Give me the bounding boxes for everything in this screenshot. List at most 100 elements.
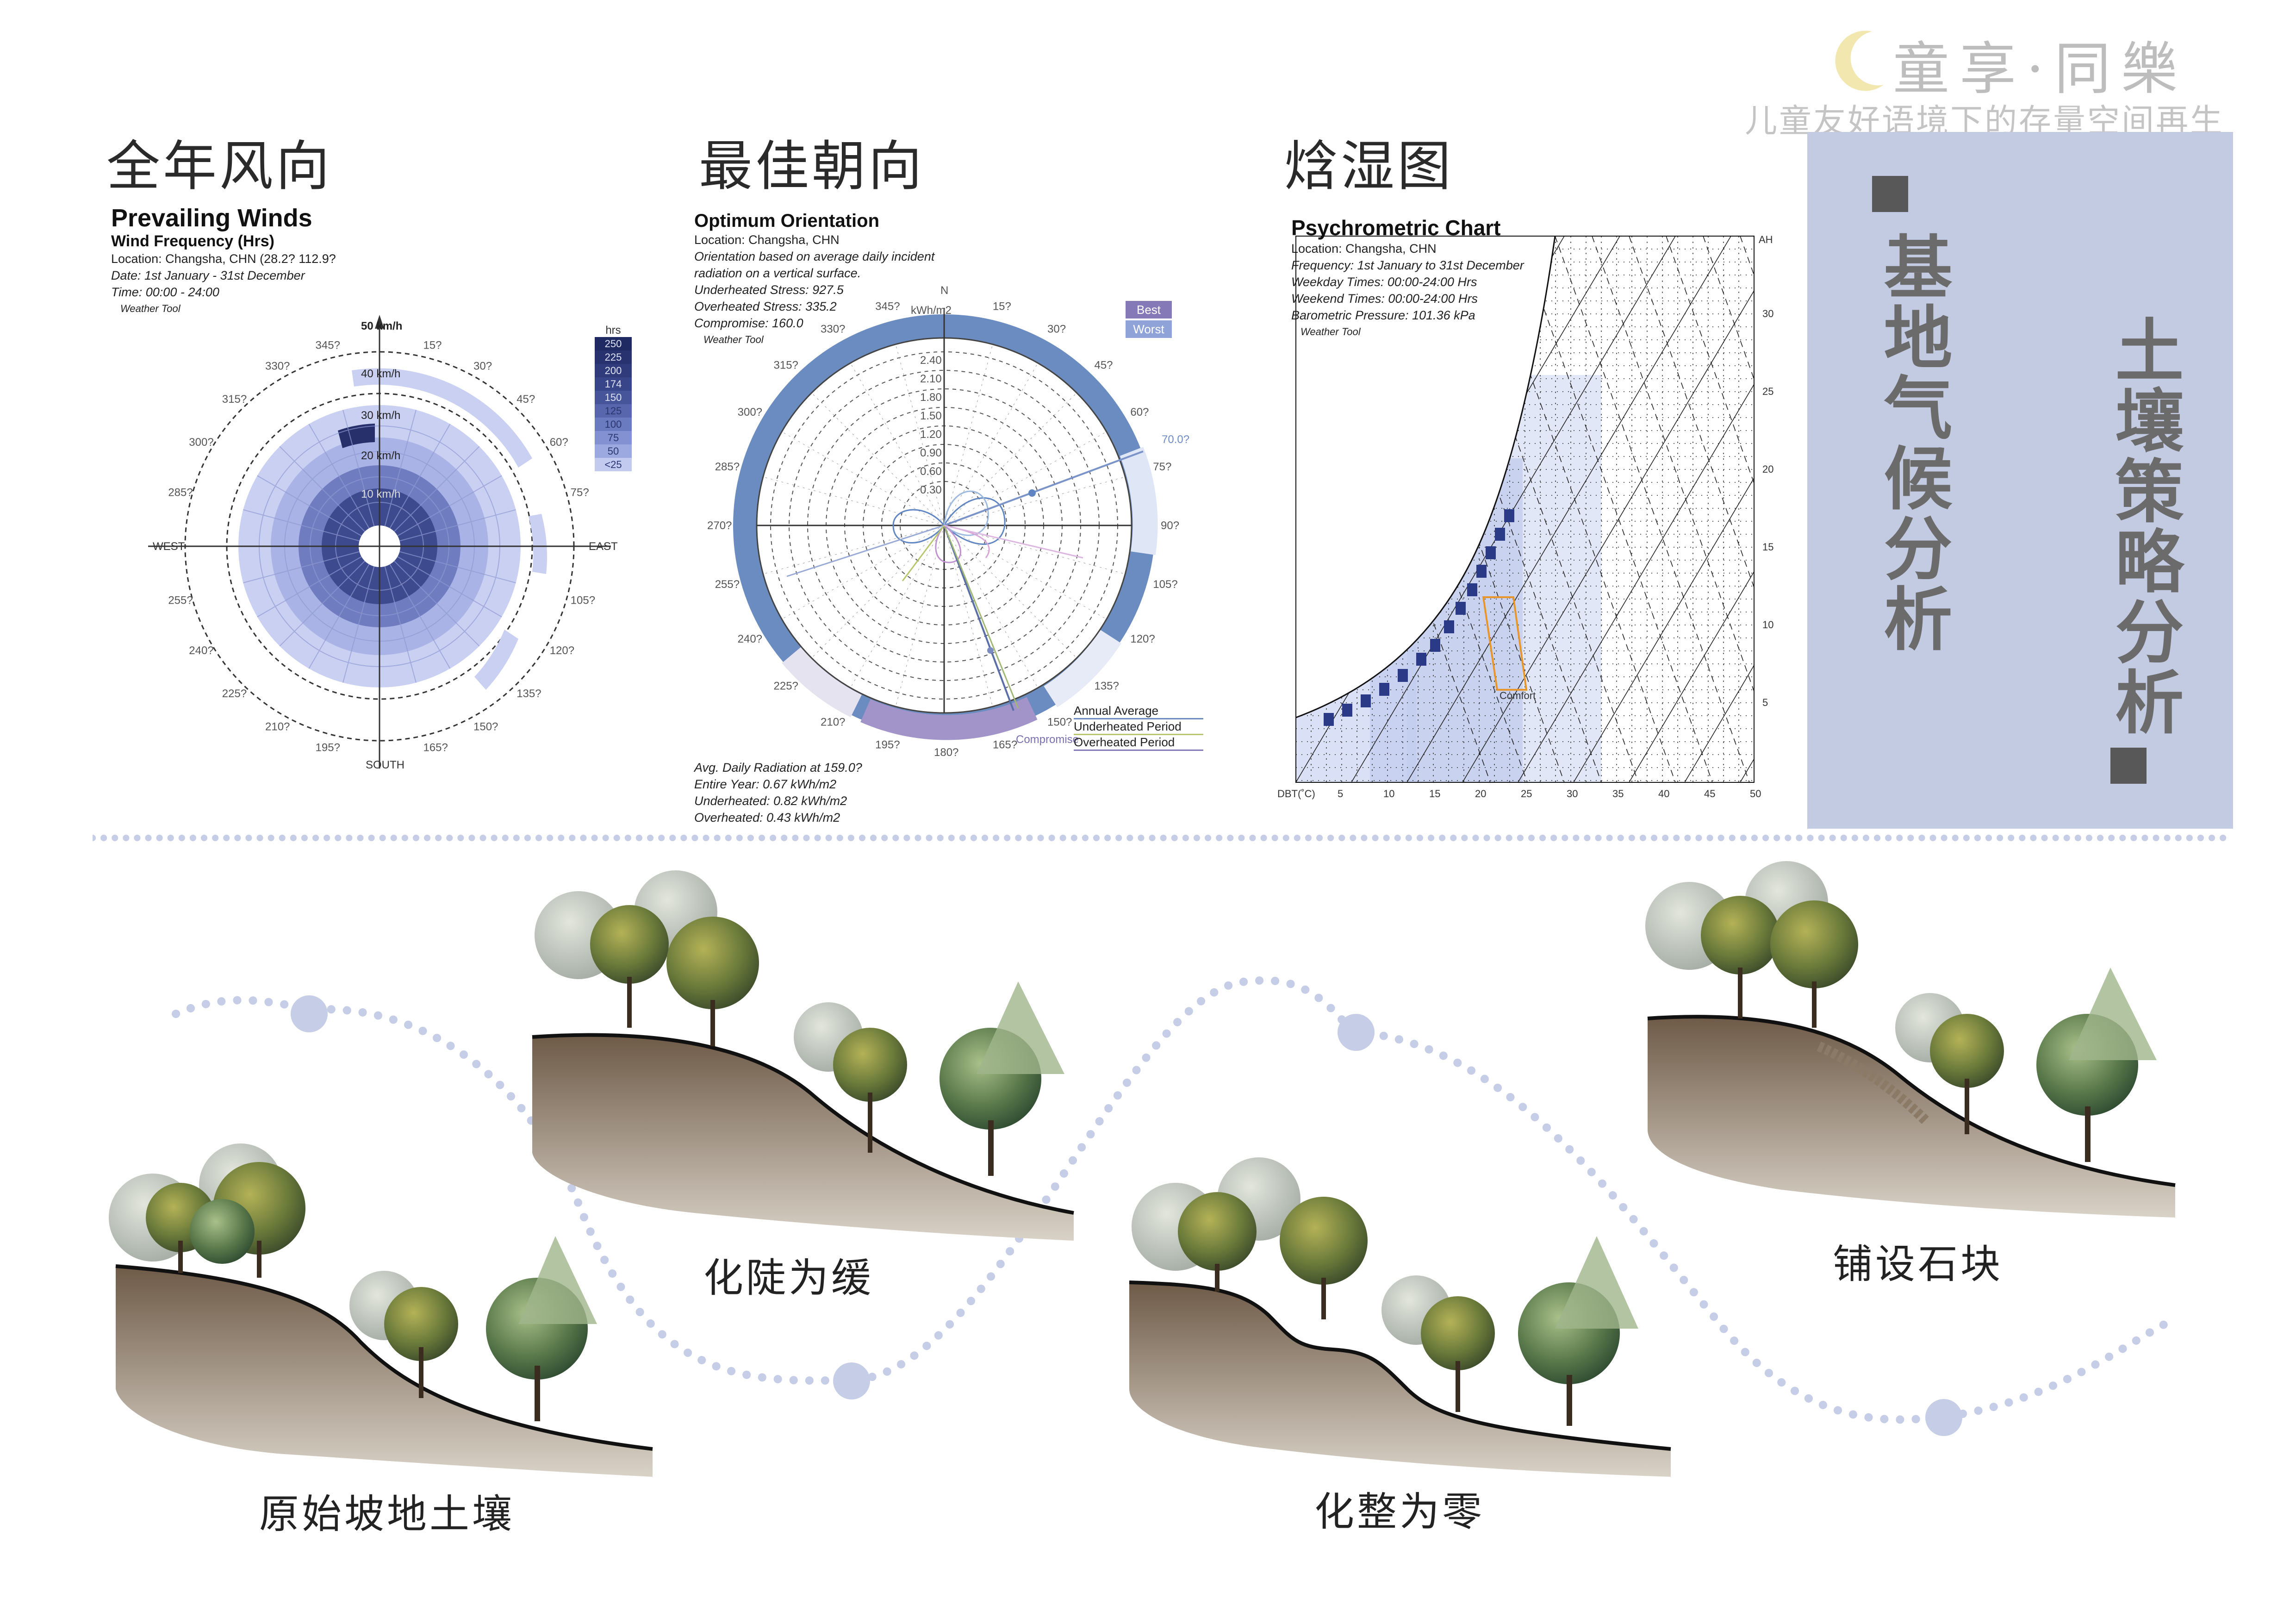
orientation-ring-label: 2.40 bbox=[920, 354, 942, 367]
orientation-angle-label: 195? bbox=[875, 738, 900, 751]
orientation-angle-label: 345? bbox=[875, 300, 900, 313]
orientation-angle-label: 165? bbox=[993, 738, 1017, 751]
orientation-footer: Avg. Daily Radiation at 159.0? Entire Ye… bbox=[694, 759, 1018, 826]
orientation-location: Location: Changsha, CHN bbox=[694, 233, 840, 247]
best-badge: Best bbox=[1126, 301, 1172, 319]
section-divider bbox=[93, 835, 2231, 841]
wind-angle-label: 135? bbox=[516, 687, 541, 700]
orientation-ring-label: 0.90 bbox=[920, 447, 942, 459]
brand-name: 童享·同樂 bbox=[1893, 36, 2188, 102]
wind-legend-item: 250 bbox=[595, 337, 632, 350]
wind-south-label: SOUTH bbox=[366, 759, 404, 771]
caption-stone-paving: 铺设石块 bbox=[1833, 1241, 2003, 1287]
orientation-angle-label: 315? bbox=[774, 359, 798, 372]
wind-speed-20: 20 km/h bbox=[361, 450, 400, 462]
wind-legend-item: 75 bbox=[595, 431, 632, 444]
slope-illustrations bbox=[109, 861, 2176, 1477]
wind-angle-label: 330? bbox=[265, 360, 290, 372]
wind-legend-item: 125 bbox=[595, 404, 632, 418]
psychro-x-tick: 20 bbox=[1475, 788, 1486, 800]
wind-west-label: WEST bbox=[153, 540, 185, 553]
side-panel: 基地气候分析 土壤策略分析 bbox=[1807, 132, 2233, 829]
wind-speed-50: 50 km/h bbox=[361, 320, 402, 332]
wind-angle-label: 45? bbox=[516, 393, 535, 406]
psychro-x-tick: 10 bbox=[1383, 788, 1394, 800]
wind-legend-item: 150 bbox=[595, 391, 632, 404]
psychro-x-tick: 30 bbox=[1567, 788, 1578, 800]
orientation-best-angle: 70.0? bbox=[1162, 433, 1189, 446]
orientation-angle-label: 225? bbox=[774, 680, 798, 692]
square-marker-bottom bbox=[2110, 748, 2147, 784]
caption-steep-to-gentle: 化陡为缓 bbox=[703, 1255, 874, 1301]
orientation-footer-3: Underheated: 0.82 kWh/m2 bbox=[694, 794, 847, 808]
brand-logo: 童享·同樂 儿童友好语境下的存量空间再生 bbox=[1745, 19, 2291, 140]
wind-angle-label: 210? bbox=[265, 721, 290, 733]
orientation-title: Optimum Orientation bbox=[694, 211, 879, 231]
psychro-comfort-label: Comfort bbox=[1500, 690, 1536, 701]
wind-east-label: EAST bbox=[589, 540, 618, 553]
orientation-angle-label: 90? bbox=[1161, 519, 1179, 532]
wind-angle-label: 165? bbox=[423, 742, 448, 754]
wind-legend-item: 174 bbox=[595, 377, 632, 391]
orientation-section-title: 最佳朝向 bbox=[699, 135, 925, 198]
orientation-angle-label: 75? bbox=[1153, 461, 1171, 473]
wind-angle-label: 315? bbox=[222, 393, 247, 406]
slope-gentle bbox=[532, 870, 1074, 1241]
psychro-x-tick: 40 bbox=[1658, 788, 1669, 800]
orientation-angle-label: 210? bbox=[821, 716, 845, 728]
wind-angle-labels: 345?15?330?30?315?45?300?60?285?75?255?1… bbox=[168, 339, 595, 754]
wind-legend-item: 50 bbox=[595, 444, 632, 458]
psychro-x-label: DBT(˚C) bbox=[1277, 788, 1315, 800]
orientation-ring-label: 1.80 bbox=[920, 391, 942, 404]
wind-speed-30: 30 km/h bbox=[361, 409, 400, 422]
wind-tool: Weather Tool bbox=[120, 303, 180, 314]
orientation-ring-label: 2.10 bbox=[920, 373, 942, 385]
psychro-y-tick: 25 bbox=[1762, 386, 1773, 397]
orientation-chart: N kWh/m2 2.402.101.801.501.200.900.600.3… bbox=[707, 284, 1189, 759]
orientation-angle-label: 270? bbox=[707, 519, 732, 532]
wind-time: Time: 00:00 - 24:00 bbox=[111, 285, 219, 299]
orientation-ring-label: 1.20 bbox=[920, 428, 942, 441]
orientation-unit: kWh/m2 bbox=[911, 304, 952, 317]
wind-angle-label: 105? bbox=[571, 594, 595, 606]
caption-break-up: 化整为零 bbox=[1314, 1489, 1485, 1535]
panel-title-climate: 基地气候分析 bbox=[1872, 231, 1953, 654]
psychro-frequency: Frequency: 1st January to 31st December bbox=[1291, 258, 1524, 272]
orientation-ring-label: 1.50 bbox=[920, 410, 942, 422]
wind-speed-10: 10 km/h bbox=[361, 488, 400, 500]
wind-legend-item: 225 bbox=[595, 350, 632, 364]
orientation-angle-label: 60? bbox=[1130, 406, 1149, 418]
wind-angle-label: 150? bbox=[473, 721, 498, 733]
wind-angle-label: 15? bbox=[423, 339, 442, 351]
orientation-ring-label: 0.30 bbox=[920, 484, 942, 496]
orientation-angle-label: 255? bbox=[715, 578, 740, 591]
orientation-legend: Annual Average Underheated Period Overhe… bbox=[1074, 704, 1203, 751]
wind-angle-label: 255? bbox=[168, 594, 193, 606]
orientation-compromise: Compromise: 160.0 bbox=[694, 316, 803, 330]
psychro-y-tick: 5 bbox=[1762, 697, 1768, 708]
orientation-compromise-label: Compromise bbox=[1016, 733, 1079, 746]
orientation-angle-label: 30? bbox=[1047, 323, 1066, 336]
slope-original bbox=[109, 1143, 653, 1477]
wind-legend-item: 200 bbox=[595, 364, 632, 377]
wind-angle-label: 285? bbox=[168, 487, 193, 499]
orientation-underheated: Underheated Stress: 927.5 bbox=[694, 283, 844, 297]
wind-angle-label: 300? bbox=[189, 436, 213, 449]
psychro-y-tick: 15 bbox=[1762, 541, 1773, 553]
wind-legend-item: <25 bbox=[595, 458, 632, 471]
psychro-x-tick: 25 bbox=[1521, 788, 1532, 800]
square-marker-top bbox=[1872, 176, 1908, 212]
orientation-desc2: radiation on a vertical surface. bbox=[694, 266, 861, 280]
wind-angle-label: 60? bbox=[550, 436, 568, 449]
legend-overheated: Overheated Period bbox=[1074, 735, 1203, 751]
orientation-angle-label: 120? bbox=[1130, 633, 1155, 645]
orientation-angle-label: 15? bbox=[993, 300, 1011, 313]
psychro-weekday: Weekday Times: 00:00-24:00 Hrs bbox=[1291, 275, 1477, 289]
wind-angle-label: 75? bbox=[571, 487, 589, 499]
psychro-x-tick: 15 bbox=[1429, 788, 1440, 800]
psychro-tool: Weather Tool bbox=[1300, 326, 1361, 337]
legend-annual: Annual Average bbox=[1074, 704, 1203, 719]
orientation-angle-label: 330? bbox=[821, 323, 845, 336]
